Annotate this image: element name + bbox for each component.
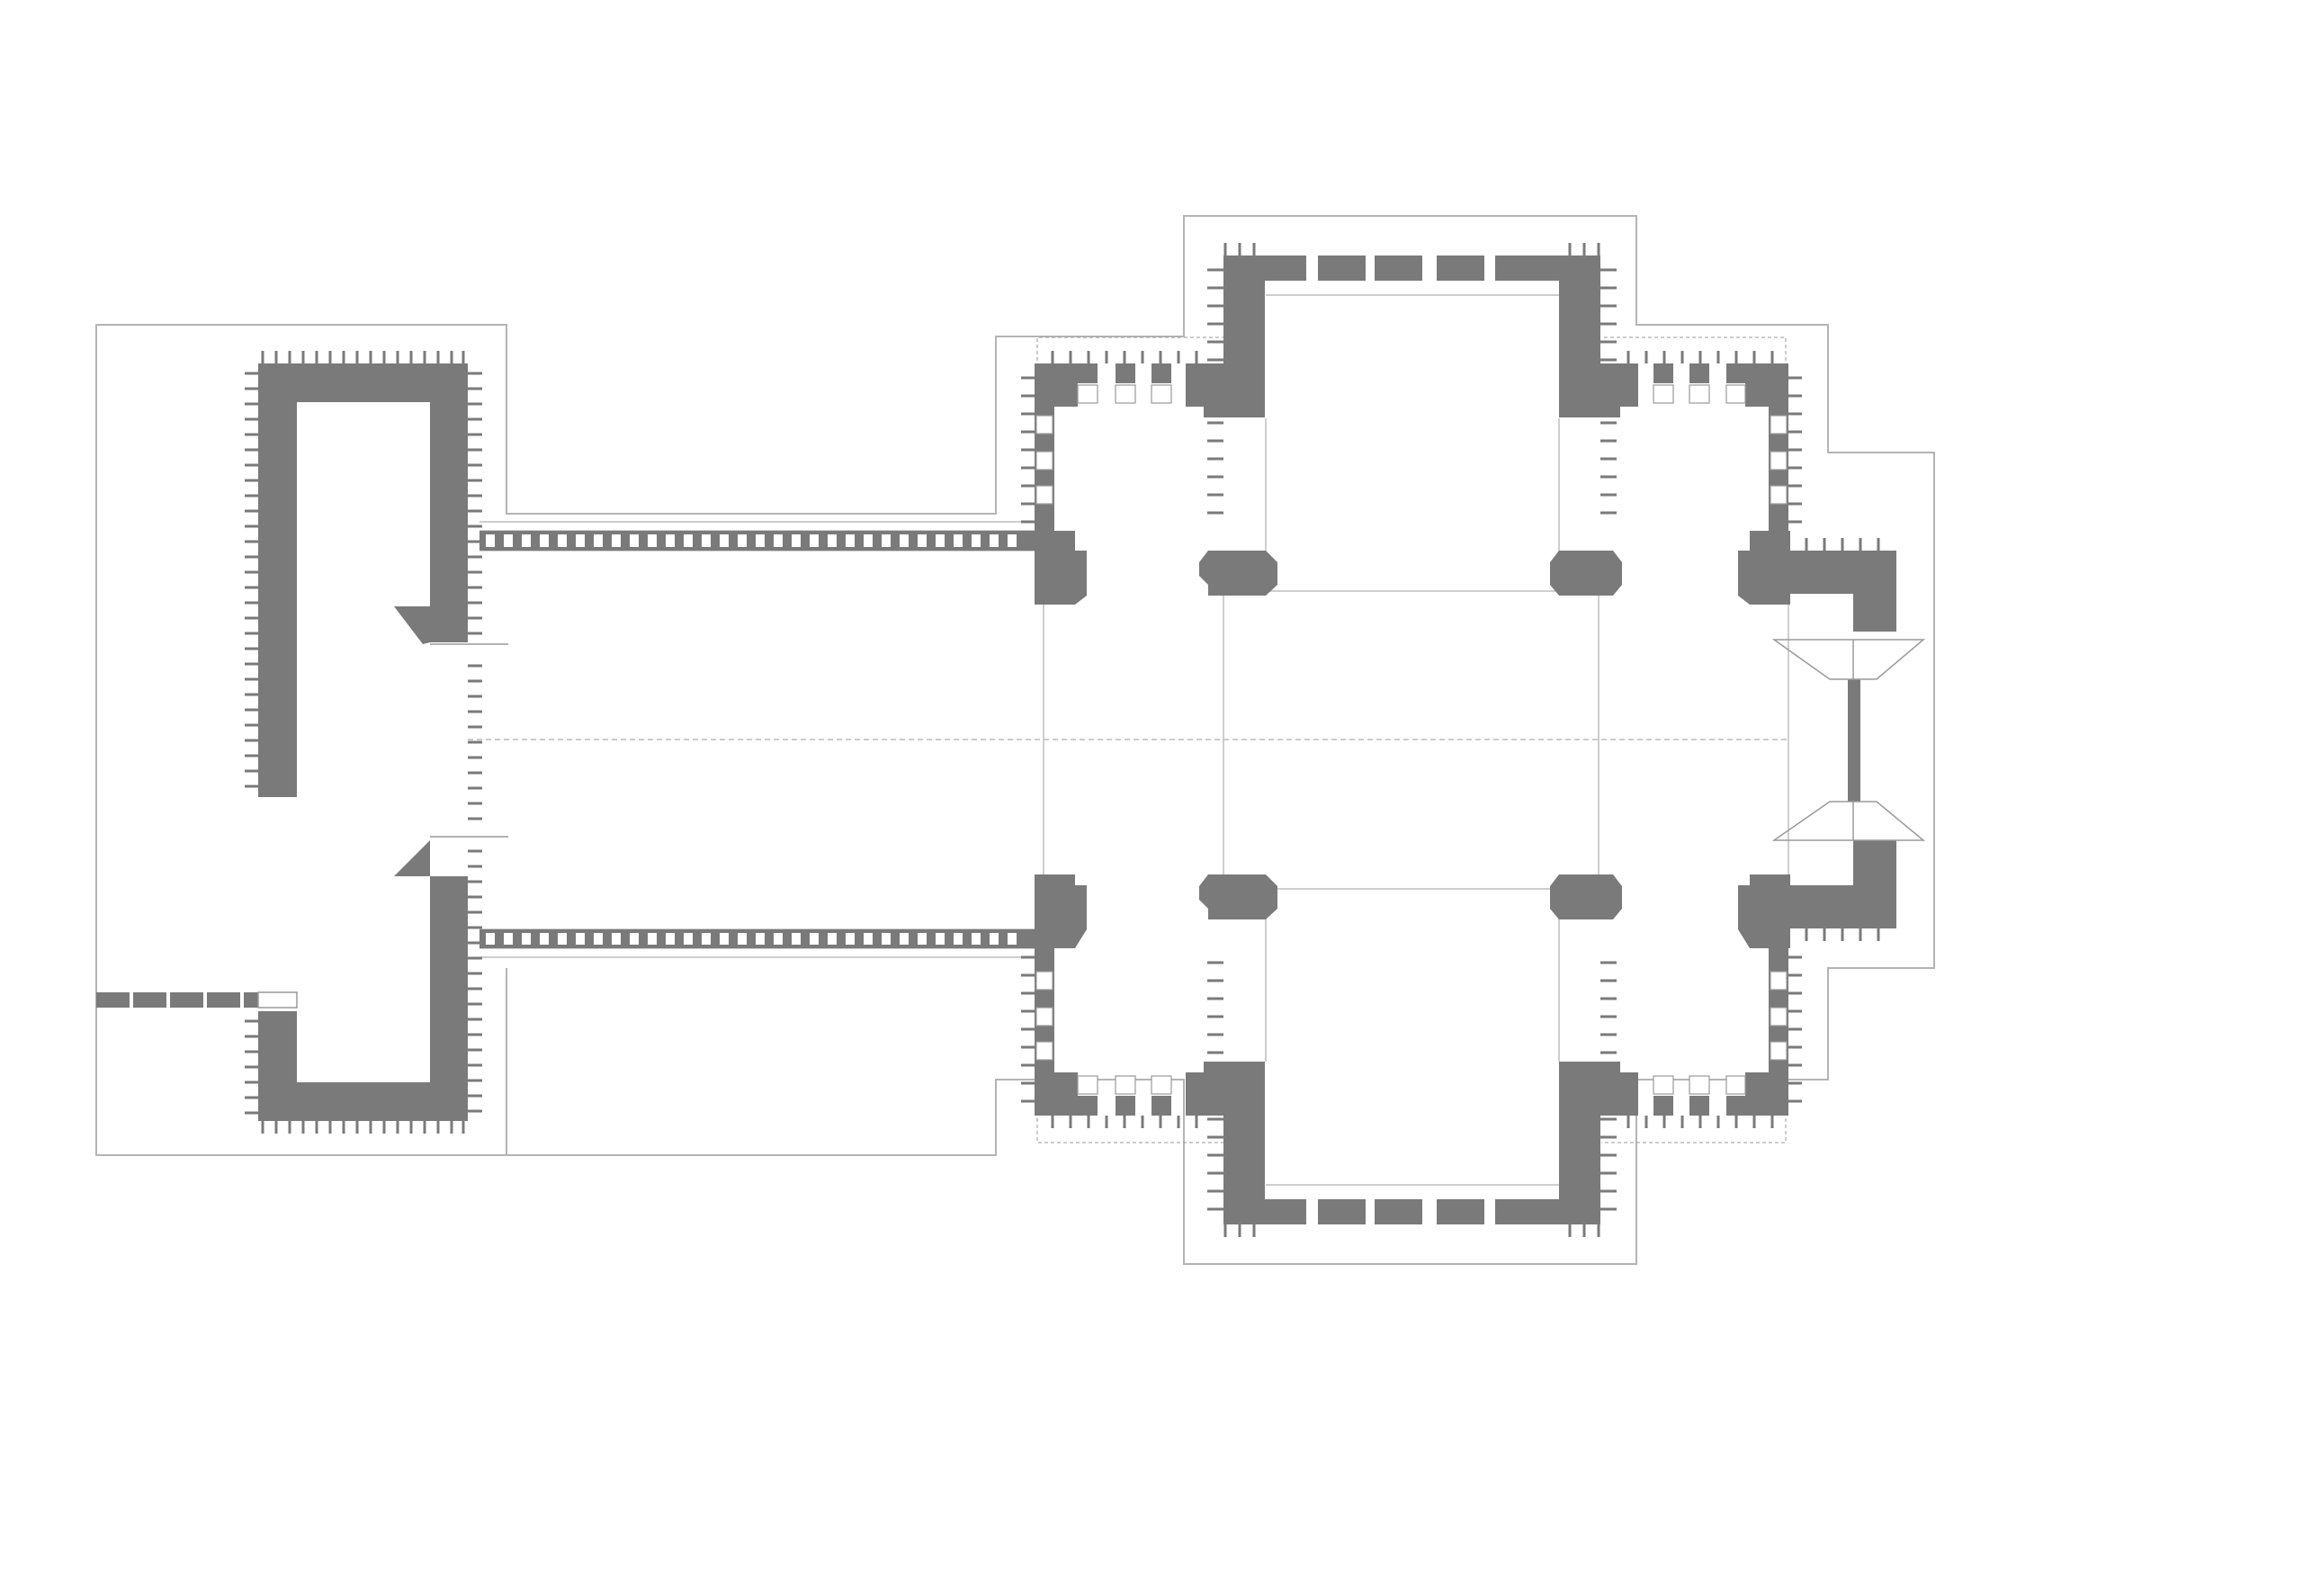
transept-west-piers <box>1035 531 1790 948</box>
north-transept-walls <box>1204 256 1620 417</box>
transept-ticks <box>1021 243 1880 1237</box>
west-block-openings <box>430 643 508 838</box>
south-transept-walls <box>1204 1062 1620 1224</box>
west-exterior-wall-segments <box>96 991 298 1009</box>
east-apse-door-frames <box>1771 639 1926 841</box>
site-outline <box>95 215 1935 1265</box>
east-apse-walls <box>1788 551 1896 928</box>
chapel-windows <box>1035 384 1788 1095</box>
crossing-lines <box>1043 294 1789 1186</box>
crossing-piers <box>1199 551 1622 919</box>
west-block-walls <box>258 363 468 1121</box>
nave-rail-gaps <box>486 534 1017 945</box>
